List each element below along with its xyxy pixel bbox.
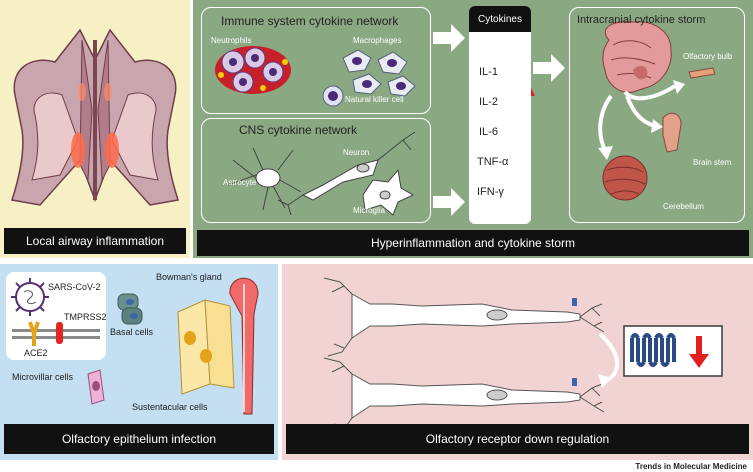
cytokines-to-storm-arrow: [533, 54, 565, 82]
olfactory-neuron-lower: [323, 357, 605, 437]
neutrophil-cluster: [215, 46, 291, 94]
microvillar-cell: [87, 369, 105, 405]
immune-network-title: Immune system cytokine network: [221, 14, 399, 28]
receptor-membrane: [12, 321, 100, 346]
olfactory-neuron-upper: [323, 277, 605, 357]
epithelium-illustrations: [11, 277, 259, 415]
cerebellum-label: Cerebellum: [663, 202, 704, 211]
astrocyte-cell: [227, 147, 302, 211]
olfactory-bulb-label: Olfactory bulb: [683, 52, 733, 61]
natural-killer-cell-label: Natural killer cell: [345, 95, 404, 104]
nasal-cavity-illustration: [11, 28, 179, 206]
ace2-label: ACE2: [24, 348, 48, 358]
microglia-cell: [362, 168, 415, 216]
cns-network-box: [201, 118, 431, 223]
cytokines-header: Cytokines: [469, 6, 531, 32]
bowmans-gland-label: Bowman's gland: [156, 272, 222, 282]
intracranial-storm-box: [569, 7, 745, 223]
cytokine-il6: IL-6: [479, 126, 498, 138]
receptor-downregulation-icon: [623, 325, 723, 377]
cytokine-il2: IL-2: [479, 96, 498, 108]
sars-cov-2-label: SARS-CoV-2: [48, 282, 101, 292]
airway-panel: Local airway inflammation: [0, 0, 190, 258]
brain-stem-label: Brain stem: [693, 158, 732, 167]
basal-cells-label: Basal cells: [110, 327, 154, 337]
airway-caption: Local airway inflammation: [4, 228, 186, 254]
cytokine-il1: IL-1: [479, 66, 498, 78]
olfactory-bulb-illustration: [688, 67, 716, 79]
sustentacular-cells: [177, 299, 235, 395]
receptor-caption: Olfactory receptor down regulation: [286, 424, 749, 454]
hyperinflammation-caption: Hyperinflammation and cytokine storm: [197, 230, 749, 256]
journal-credit: Trends in Molecular Medicine: [635, 462, 747, 471]
receptor-illustrations: [323, 277, 723, 437]
macrophages: [342, 49, 416, 97]
sustentacular-cells-label: Sustentacular cells: [132, 402, 208, 412]
cytokine-ifn-gamma: IFN-γ: [477, 186, 504, 198]
cerebellum-illustration: [602, 155, 648, 201]
downregulation-curved-arrow: [598, 332, 619, 384]
neuron-cell: [277, 131, 416, 216]
microglia-label: Microglia: [353, 206, 386, 215]
hyperinflammation-panel: Immune system cytokine network CNS cytok…: [193, 0, 753, 258]
astrocyte-label: Astrocyte: [223, 178, 257, 187]
brain-illustration: [602, 21, 672, 93]
cns-to-cytokines-arrow: [433, 188, 465, 216]
neutrophils-label: Neutrophils: [211, 36, 252, 45]
cytokines-box: Cytokines: [469, 6, 531, 224]
neuron-label: Neuron: [343, 148, 370, 157]
cns-network-title: CNS cytokine network: [239, 123, 358, 137]
tmprss2-label: TMPRSS2: [64, 312, 107, 322]
cytokine-tnf-alpha: TNF-α: [477, 156, 509, 168]
sars-cov-2-virus: [11, 278, 49, 316]
epithelium-panel: SARS-CoV-2 TMPRSS2 ACE2 Basal cells Bowm…: [0, 264, 278, 460]
basal-cells: [117, 293, 143, 325]
bowmans-gland: [229, 277, 259, 415]
macrophages-label: Macrophages: [353, 36, 402, 45]
microvillar-cells-label: Microvillar cells: [12, 372, 74, 382]
epithelium-caption: Olfactory epithelium infection: [4, 424, 274, 454]
natural-killer-cell: [322, 85, 344, 107]
immune-network-box: [201, 7, 431, 114]
brain-stem-illustration: [662, 112, 682, 153]
receptor-panel: Olfactory receptor down regulation: [282, 264, 753, 460]
intracranial-storm-title: Intracranial cytokine storm: [577, 14, 706, 26]
immune-to-cytokines-arrow: [433, 24, 465, 52]
